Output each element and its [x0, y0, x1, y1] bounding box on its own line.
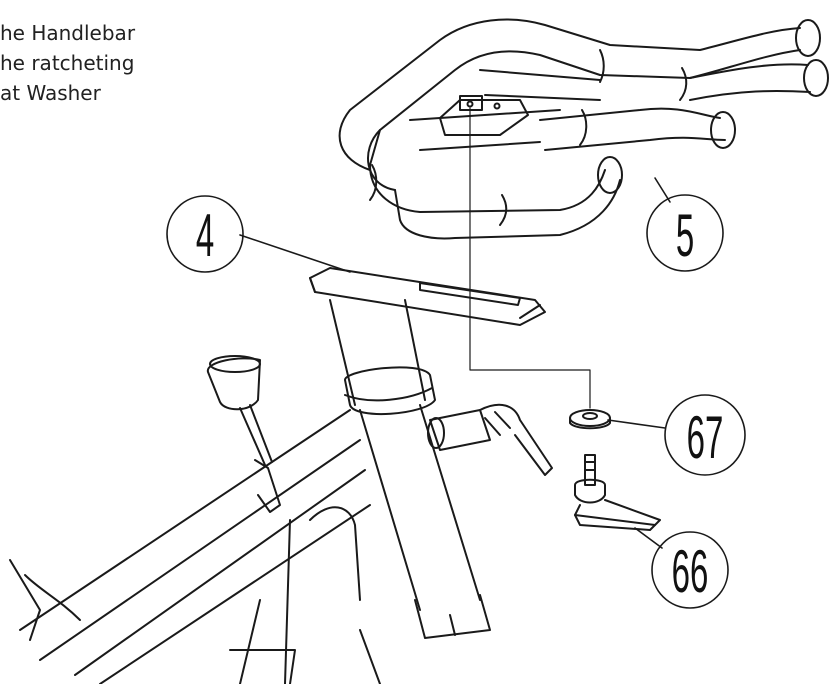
leader-5	[654, 177, 671, 203]
instruction-text: he Handlebar he ratcheting at Washer	[0, 18, 135, 108]
instruction-line-2: he ratcheting	[0, 51, 135, 75]
callout-circle-4	[166, 195, 244, 273]
assembly-guide-line	[469, 107, 591, 409]
callout-label-67: 67	[687, 405, 724, 472]
callout-label-4: 4	[196, 203, 214, 270]
mount-bar	[309, 267, 546, 326]
leader-67	[607, 419, 666, 429]
flat-washer	[569, 409, 611, 430]
ratchet-handle	[574, 454, 661, 531]
seat-post	[329, 299, 491, 639]
callout-circle-5	[646, 194, 724, 272]
callout-circle-66	[651, 531, 729, 609]
handlebar	[338, 18, 829, 240]
callout-label-66: 66	[672, 539, 709, 606]
callout-circle-67	[664, 394, 746, 476]
callout-label-5: 5	[676, 203, 694, 270]
leader-4	[239, 234, 351, 273]
instruction-line-1: he Handlebar	[0, 21, 136, 45]
bike-frame	[9, 409, 381, 684]
column-adjust-knob	[427, 403, 553, 476]
pop-pin-knob	[206, 355, 281, 513]
leader-66	[634, 527, 663, 549]
handlebar-mount-plate	[439, 95, 529, 136]
instruction-line-3: at Washer	[0, 81, 101, 105]
